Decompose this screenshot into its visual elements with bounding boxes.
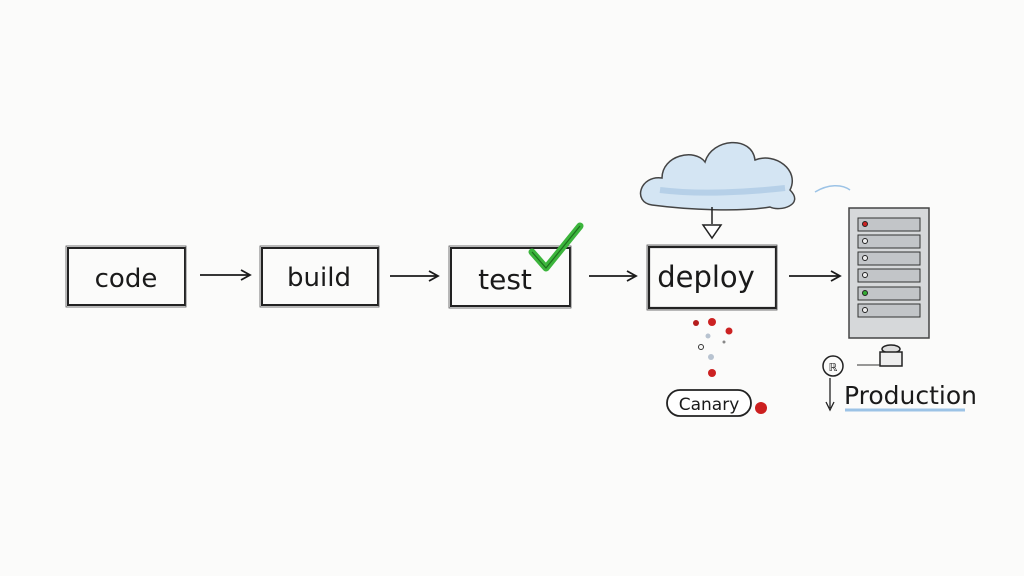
canary-label: Canary bbox=[679, 395, 740, 415]
server-rack-icon bbox=[848, 207, 930, 339]
step-test: test bbox=[448, 222, 584, 309]
step-label: build bbox=[287, 263, 351, 293]
canary-dot bbox=[755, 402, 767, 414]
svg-text:ℝ: ℝ bbox=[829, 361, 838, 374]
cloud-icon bbox=[639, 141, 851, 240]
sync-icon: ℝ bbox=[822, 355, 844, 412]
step-label: code bbox=[95, 264, 158, 294]
step-build: build bbox=[259, 245, 380, 308]
canary-dots bbox=[693, 318, 733, 377]
step-label: deploy bbox=[657, 260, 755, 294]
canary-badge: Canary bbox=[666, 389, 767, 417]
production-label: Production bbox=[844, 381, 977, 410]
step-code: code bbox=[65, 245, 187, 308]
step-label: test bbox=[478, 263, 532, 296]
database-icon bbox=[857, 344, 903, 367]
step-deploy: deploy bbox=[646, 244, 778, 311]
